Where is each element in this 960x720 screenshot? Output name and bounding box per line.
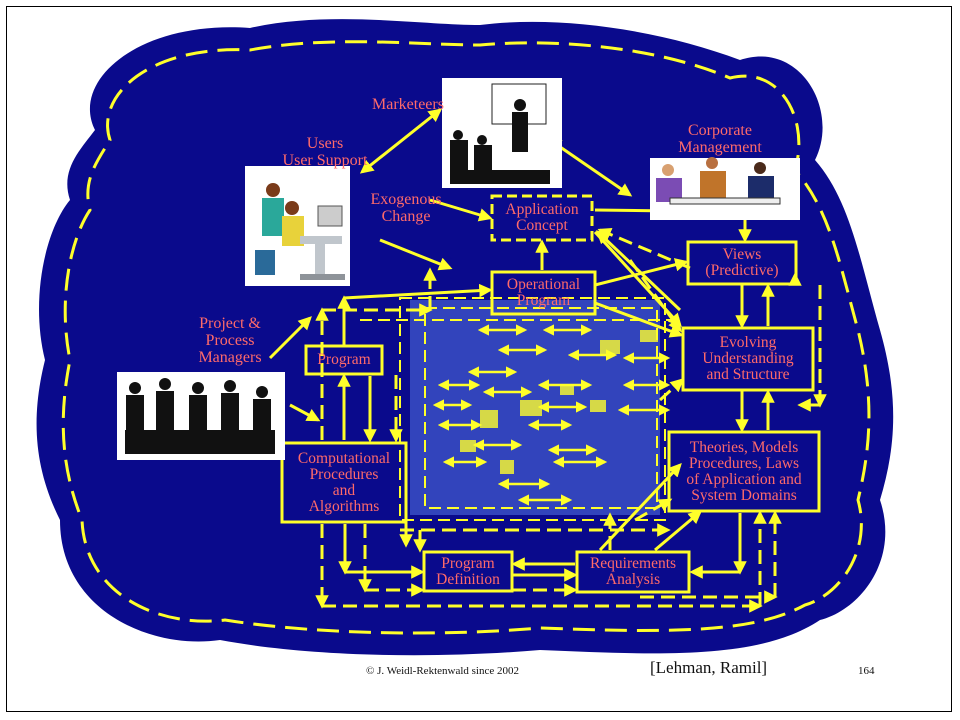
program-label: Program bbox=[306, 347, 382, 373]
managers-label-line3: Managers bbox=[198, 349, 262, 366]
views-line1: Views bbox=[722, 246, 762, 263]
application-concept-line2: Concept bbox=[516, 217, 568, 234]
theories-line2: Procedures, Laws bbox=[688, 454, 800, 472]
requirements-line1: Requirements bbox=[589, 555, 677, 572]
corporate-label-line2: Management bbox=[678, 139, 762, 156]
theories-line4: System Domains bbox=[691, 486, 797, 504]
computational-line4: Algorithms bbox=[308, 497, 380, 515]
program-texture bbox=[460, 330, 658, 474]
operational-program-label: Operational Program bbox=[492, 273, 595, 313]
corporate-label: Corporate Management bbox=[660, 122, 780, 156]
theories-line3: of Application and bbox=[686, 470, 802, 488]
corporate-label-line1: Corporate bbox=[688, 122, 752, 139]
program-definition-line1: Program bbox=[441, 554, 495, 572]
citation-text: [Lehman, Ramil] bbox=[650, 658, 768, 677]
panel-arrows bbox=[432, 324, 671, 506]
blob-dashed-outline bbox=[61, 40, 871, 635]
dashed-arrows bbox=[315, 227, 827, 613]
users-label-line2: User Support bbox=[282, 152, 368, 169]
evolving-label: Evolving Understanding and Structure bbox=[683, 329, 813, 389]
page-number: 164 bbox=[858, 665, 875, 677]
exogenous-label-line1: Exogenous bbox=[370, 191, 442, 208]
operational-program-line1: Operational bbox=[506, 276, 581, 293]
requirements-label: Requirements Analysis bbox=[577, 553, 689, 591]
program-definition-line2: Definition bbox=[436, 570, 500, 588]
corporate-clipart bbox=[650, 157, 800, 220]
views-label: Views (Predictive) bbox=[688, 243, 796, 283]
computational-label: Computational Procedures and Algorithms bbox=[282, 444, 406, 521]
application-concept-label: Application Concept bbox=[492, 198, 592, 238]
managers-label: Project & Process Managers bbox=[190, 315, 270, 366]
marketeers-clipart bbox=[442, 78, 562, 188]
application-concept-line1: Application bbox=[505, 201, 579, 218]
theories-line1: Theories, Models bbox=[689, 438, 799, 456]
evolving-line3: and Structure bbox=[706, 366, 790, 383]
evolving-line2: Understanding bbox=[702, 350, 794, 367]
computational-line3: and bbox=[332, 481, 356, 499]
computational-line2: Procedures bbox=[309, 465, 379, 483]
views-line2: (Predictive) bbox=[705, 262, 779, 279]
operational-program-line2: Program bbox=[516, 292, 571, 309]
marketeers-label: Marketeers bbox=[372, 96, 444, 113]
program-definition-label: Program Definition bbox=[424, 553, 512, 590]
program-line1: Program bbox=[317, 351, 371, 368]
exogenous-label-line2: Change bbox=[381, 208, 431, 225]
copyright-text: © J. Weidl-Rektenwald since 2002 bbox=[366, 665, 519, 677]
application-concept-box bbox=[490, 194, 594, 242]
evolving-line1: Evolving bbox=[719, 334, 777, 351]
computational-box bbox=[280, 441, 408, 524]
exogenous-label: Exogenous Change bbox=[364, 191, 448, 225]
managers-clipart bbox=[117, 372, 285, 460]
users-label: Users User Support bbox=[280, 135, 370, 169]
slide-frame bbox=[6, 6, 952, 712]
users-label-line1: Users bbox=[306, 135, 344, 152]
managers-label-line2: Process bbox=[205, 332, 255, 349]
theories-label: Theories, Models Procedures, Laws of App… bbox=[669, 433, 819, 510]
requirements-line2: Analysis bbox=[605, 571, 661, 588]
computational-line1: Computational bbox=[297, 449, 391, 467]
managers-label-line1: Project & bbox=[199, 315, 261, 332]
users-clipart bbox=[245, 166, 350, 286]
